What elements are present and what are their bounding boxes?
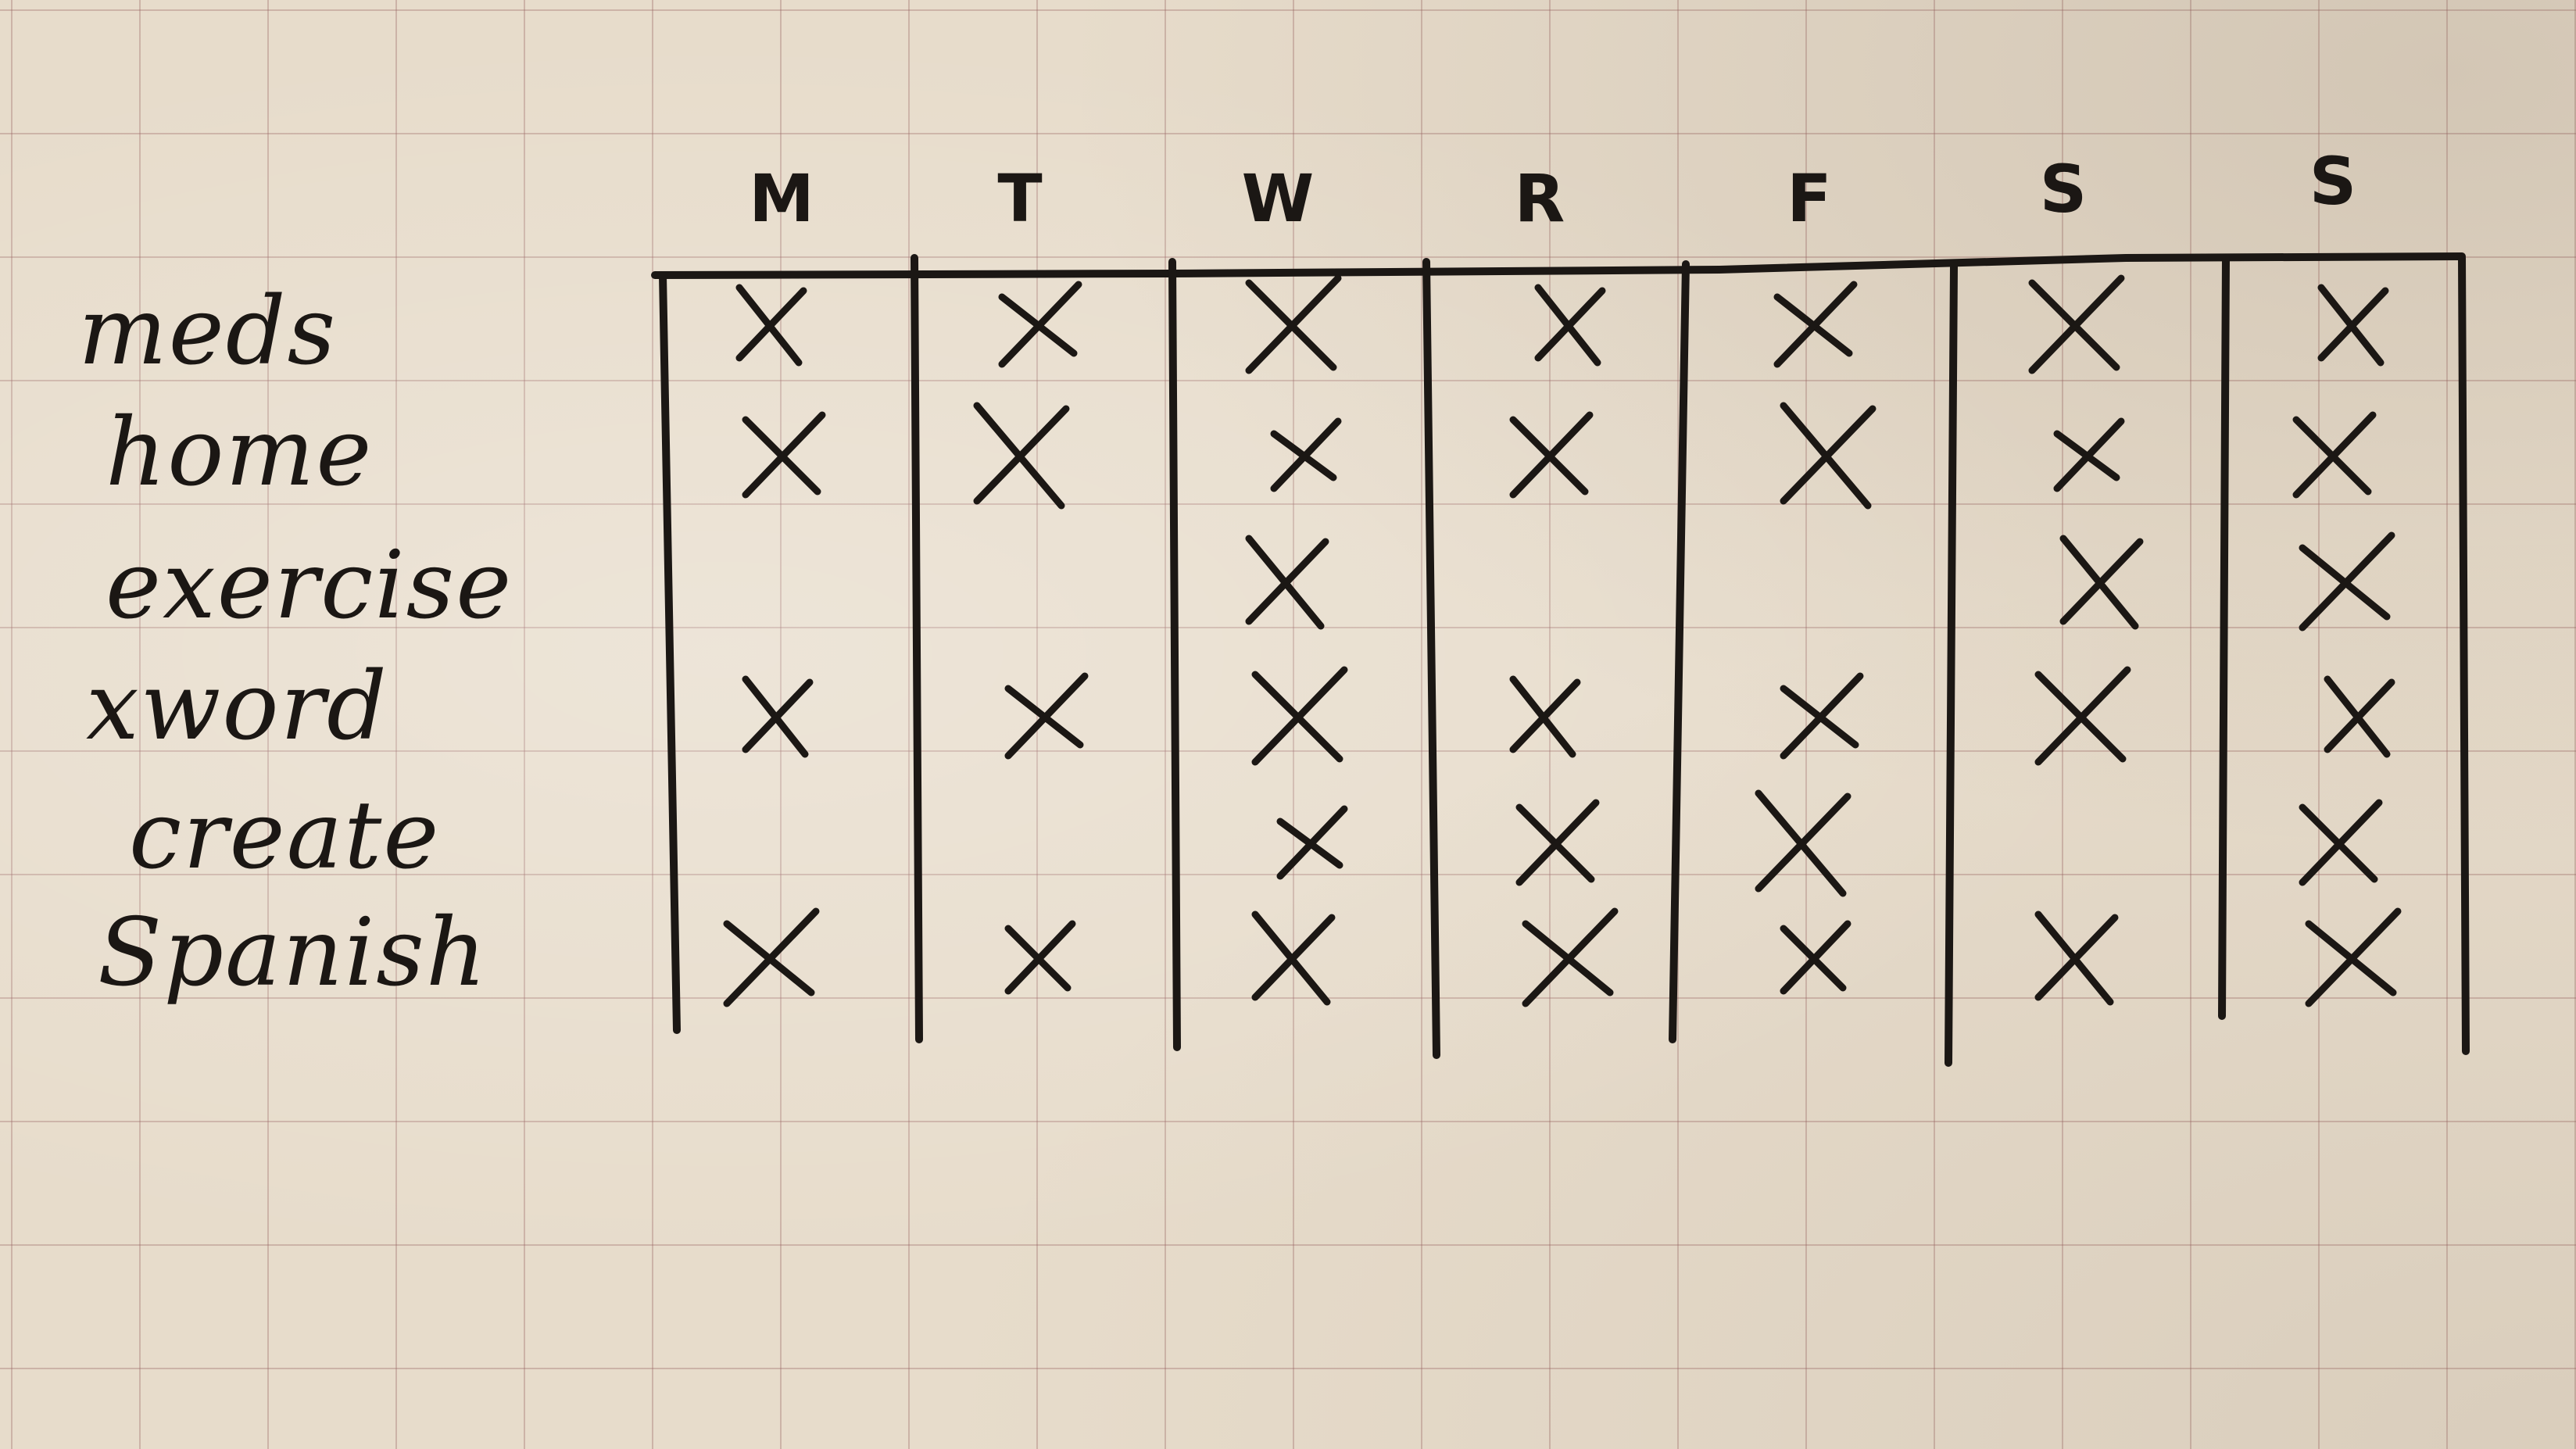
check-mark-home-t xyxy=(973,402,1070,510)
check-mark-meds-s1 xyxy=(2028,274,2125,374)
check-mark-spanish-f xyxy=(1780,920,1852,995)
check-marks xyxy=(723,274,2402,1007)
column-divider-6 xyxy=(1945,262,1958,1067)
check-mark-xword-m xyxy=(742,675,814,758)
check-mark-meds-r xyxy=(1534,284,1606,367)
day-header-w: W xyxy=(1241,160,1315,237)
day-header-r: R xyxy=(1514,160,1565,237)
day-header-t: T xyxy=(997,160,1043,237)
check-mark-home-s2 xyxy=(2292,411,2377,499)
check-mark-meds-m xyxy=(735,284,807,367)
check-mark-meds-s2 xyxy=(2317,284,2389,367)
table-top-line xyxy=(651,252,2466,279)
check-mark-spanish-s1 xyxy=(2034,911,2119,1006)
check-mark-xword-s2 xyxy=(2324,675,2395,758)
check-mark-create-s2 xyxy=(2299,799,2383,886)
habit-label-xword: xword xyxy=(86,653,388,761)
check-mark-create-r xyxy=(1515,799,1600,886)
habit-label-spanish: Spanish xyxy=(98,899,488,1007)
column-divider-4 xyxy=(1422,258,1440,1059)
column-divider-3 xyxy=(1168,258,1181,1051)
habit-label-meds: meds xyxy=(78,277,338,386)
check-mark-meds-w xyxy=(1245,274,1342,374)
check-mark-xword-f xyxy=(1780,672,1864,760)
day-header-m: M xyxy=(749,160,814,237)
check-mark-home-w xyxy=(1270,417,1342,492)
habit-label-create: create xyxy=(129,782,441,890)
check-mark-exercise-s2 xyxy=(2299,531,2395,631)
check-mark-meds-f xyxy=(1773,281,1858,368)
check-mark-meds-t xyxy=(998,281,1082,368)
day-header-f: F xyxy=(1787,160,1832,237)
check-mark-home-r xyxy=(1509,411,1594,499)
check-mark-home-f xyxy=(1780,402,1877,510)
column-divider-5 xyxy=(1669,260,1690,1043)
check-mark-spanish-r xyxy=(1522,907,1619,1007)
table-lines xyxy=(651,252,2470,1067)
column-divider-2 xyxy=(911,254,923,1043)
check-mark-create-f xyxy=(1755,789,1852,897)
habit-label-home: home xyxy=(106,399,374,507)
check-mark-spanish-w xyxy=(1251,911,1336,1006)
check-mark-exercise-w xyxy=(1245,535,1329,630)
check-mark-xword-w xyxy=(1251,666,1348,766)
check-mark-spanish-s2 xyxy=(2305,907,2402,1007)
check-mark-spanish-t xyxy=(1004,920,1076,995)
habit-label-exercise: exercise xyxy=(106,531,513,640)
check-mark-xword-s1 xyxy=(2034,666,2131,766)
check-mark-xword-t xyxy=(1004,672,1089,760)
column-divider-7 xyxy=(2218,254,2230,1020)
check-mark-home-s1 xyxy=(2053,417,2125,492)
day-header-s1: S xyxy=(2039,151,2088,227)
check-mark-home-m xyxy=(742,411,826,499)
check-mark-create-w xyxy=(1276,805,1348,880)
check-mark-xword-r xyxy=(1509,675,1581,758)
column-divider-8 xyxy=(2458,254,2470,1055)
day-header-s2: S xyxy=(2309,143,2357,220)
column-divider-1 xyxy=(659,271,681,1034)
check-mark-spanish-m xyxy=(723,907,820,1007)
check-mark-exercise-s1 xyxy=(2059,535,2144,630)
